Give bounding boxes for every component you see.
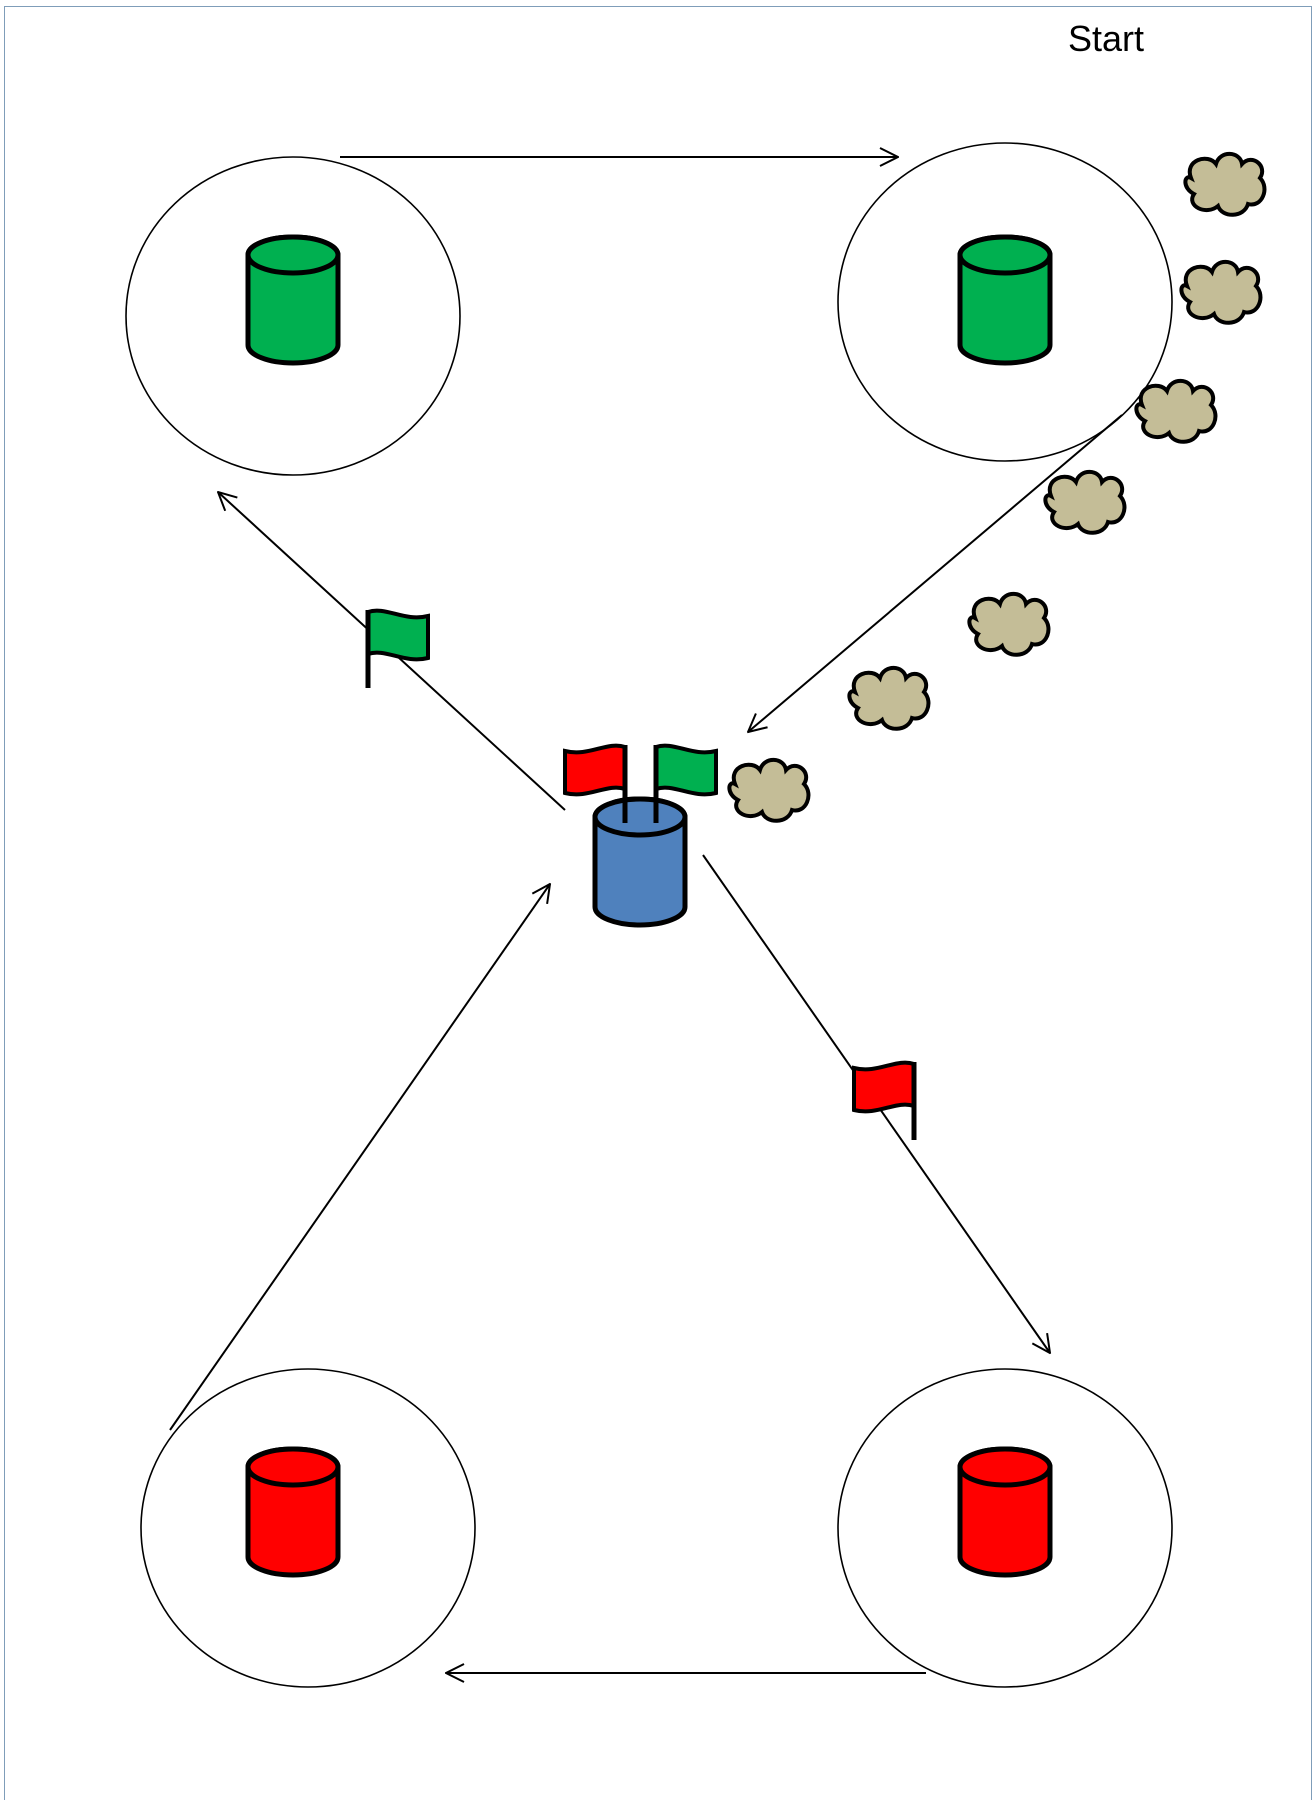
- station-circle-top-right: [837, 142, 1173, 462]
- canvas-frame: [4, 6, 1312, 1800]
- cloud-icon: [847, 665, 931, 731]
- cloud-icon: [967, 591, 1051, 657]
- station-circle-bottom-left: [140, 1368, 476, 1688]
- cloud-icon: [1043, 469, 1127, 535]
- cloud-icon: [1183, 151, 1267, 217]
- cloud-icon: [1134, 378, 1218, 444]
- blue-cylinder-icon: [592, 796, 688, 928]
- red-cylinder-icon: [957, 1446, 1053, 1578]
- arrow-bottom-left-to-center: [169, 884, 550, 1431]
- start-label: Start: [1068, 18, 1145, 59]
- cloud-icon: [1179, 259, 1263, 325]
- green-cylinder-icon: [245, 234, 341, 366]
- red-cylinder-icon: [245, 1446, 341, 1578]
- green-cylinder-icon: [957, 234, 1053, 366]
- cloud-icon: [727, 757, 811, 823]
- station-circle-top-left: [125, 156, 461, 476]
- red-flag-icon: [852, 1060, 917, 1140]
- green-flag-icon: [365, 608, 430, 688]
- station-circle-bottom-right: [837, 1368, 1173, 1688]
- arrow-top-right-to-center: [748, 414, 1123, 732]
